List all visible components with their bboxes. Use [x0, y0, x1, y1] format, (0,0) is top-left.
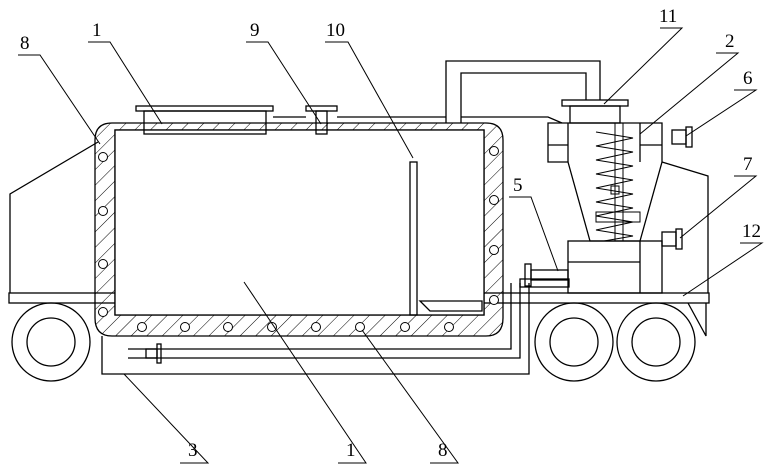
label-valve: 9 [250, 20, 260, 41]
label-heater-bottom: 8 [438, 440, 448, 461]
motor-lower [661, 228, 683, 250]
label-tank-top-cover: 1 [92, 20, 102, 41]
rear-wheel-2 [616, 302, 696, 382]
feed-box [561, 99, 629, 124]
tank-shell [94, 122, 504, 337]
label-feed-box: 11 [659, 6, 677, 27]
label-hopper: 2 [725, 31, 735, 52]
label-motor-lower: 7 [743, 154, 753, 175]
truck-cab [9, 141, 99, 293]
inlet-pipe [519, 263, 570, 288]
mixing-hopper [547, 122, 709, 293]
labels: 8 1 9 10 11 2 6 7 5 12 3 1 8 [20, 6, 761, 461]
tank-inner-chamber [114, 129, 485, 316]
label-chassis: 12 [742, 221, 761, 242]
motor-upper [671, 126, 693, 148]
tank-valve [305, 105, 338, 135]
tank-baffle [409, 161, 418, 316]
bottom-pipe [101, 283, 530, 375]
label-motor-upper: 6 [743, 68, 753, 89]
label-baffle: 10 [326, 20, 345, 41]
label-bottom-pipe: 3 [188, 440, 198, 461]
leader-lines [18, 27, 764, 464]
tank-top-cover [135, 105, 274, 135]
heater-tubes [98, 146, 499, 332]
label-tank-body: 1 [346, 440, 356, 461]
top-transfer-pipe [445, 60, 601, 124]
label-heater-top-left: 8 [20, 33, 30, 54]
label-inlet-pipe: 5 [513, 175, 523, 196]
rear-wheel-1 [534, 302, 614, 382]
hopper-base-box [567, 240, 663, 294]
tank-outlet-nozzle [418, 300, 483, 312]
front-wheel [11, 302, 91, 382]
